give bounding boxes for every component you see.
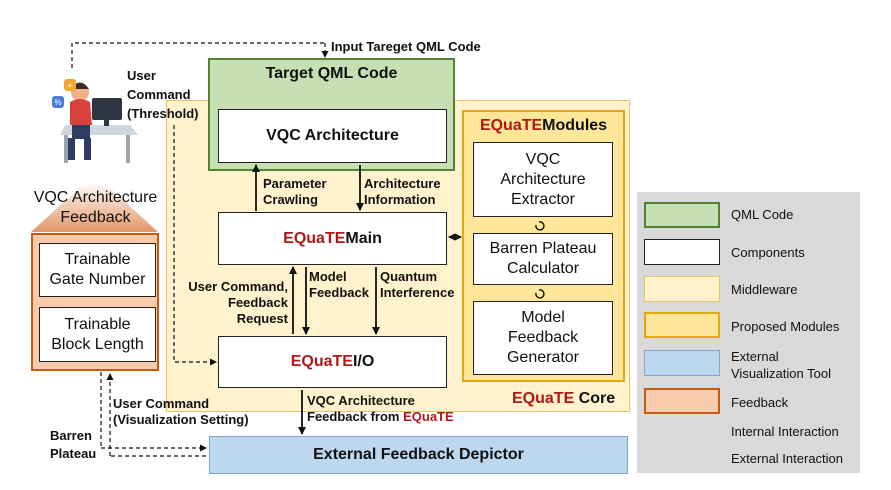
legend-swatch-external-vis (644, 350, 720, 376)
legend-swatch-components (644, 239, 720, 265)
legend-label-proposed: Proposed Modules (731, 319, 840, 334)
user-icon: % + (52, 79, 138, 163)
input-target-qml-label: Input Tareget QML Code (331, 39, 481, 54)
external-feedback-depictor: External Feedback Depictor (209, 436, 628, 474)
user-command-feedback-request-label: User Command, Feedback Request (188, 279, 288, 326)
feedback-funnel-shape (31, 184, 158, 232)
legend-label-feedback: Feedback (731, 395, 789, 410)
vqc-feedback-from-equate-label: VQC Architecture Feedback from EQuaTE (307, 393, 454, 424)
user-command-threshold-label: User Command (Threshold) (127, 68, 199, 121)
legend-label-middleware: Middleware (731, 282, 798, 297)
svg-text:+: + (68, 81, 73, 90)
equate-modules-title: EQuaTE Modules (479, 117, 608, 134)
equate-core-label: EQuaTE Core (512, 390, 616, 407)
legend-label-components: Components (731, 245, 805, 260)
vqc-architecture-box: VQC Architecture (218, 109, 447, 163)
svg-text:%: % (54, 98, 61, 107)
legend-label-external: External Interaction (731, 451, 844, 466)
legend-swatch-feedback (644, 388, 720, 414)
legend-swatch-qml (644, 202, 720, 228)
cycle-icon (535, 221, 545, 299)
target-qml-code-title: Target QML Code (265, 65, 398, 82)
legend-label-qml: QML Code (731, 207, 794, 222)
legend-swatch-middleware (644, 276, 720, 302)
legend-label-internal: Internal Interaction (731, 424, 839, 439)
equate-io-box: EQuaTE I/O (218, 336, 447, 388)
legend-swatch-proposed (644, 312, 720, 338)
equate-main-box: EQuaTE Main (218, 212, 447, 265)
user-command-visualization-label: User Command(Visualization Setting) (113, 396, 249, 427)
